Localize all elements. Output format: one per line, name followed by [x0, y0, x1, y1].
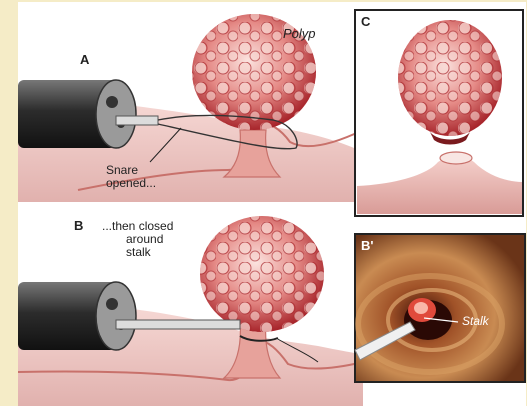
panel-a-snare-tube — [116, 116, 158, 125]
closed-around-stalk-callout: ...then closed around stalk — [102, 220, 173, 259]
snare-opened-callout: Snare opened... — [106, 164, 156, 190]
panel-b-illustration — [18, 216, 363, 406]
closed-line3: stalk — [102, 246, 173, 259]
illustration-svg — [18, 2, 526, 406]
panel-b-snare-tube — [116, 320, 240, 329]
panel-a-scope-tip — [96, 80, 136, 148]
snare-opened-line2: opened... — [106, 177, 156, 190]
panel-b-letter: B — [74, 218, 83, 233]
panel-c-box — [355, 10, 523, 216]
panel-b-scope-tip — [96, 282, 136, 350]
panel-c-stalk-stump — [440, 152, 472, 164]
polypectomy-figure: A Polyp Snare opened... B ...then closed… — [18, 2, 526, 406]
polyp-label: Polyp — [283, 26, 316, 41]
panel-a-illustration — [18, 14, 363, 202]
panel-a-letter: A — [80, 52, 89, 67]
stalk-label: Stalk — [462, 314, 489, 328]
panel-b-prime-letter: B' — [361, 238, 373, 253]
panel-c-letter: C — [361, 14, 370, 29]
panel-b-prime-box — [355, 234, 525, 382]
